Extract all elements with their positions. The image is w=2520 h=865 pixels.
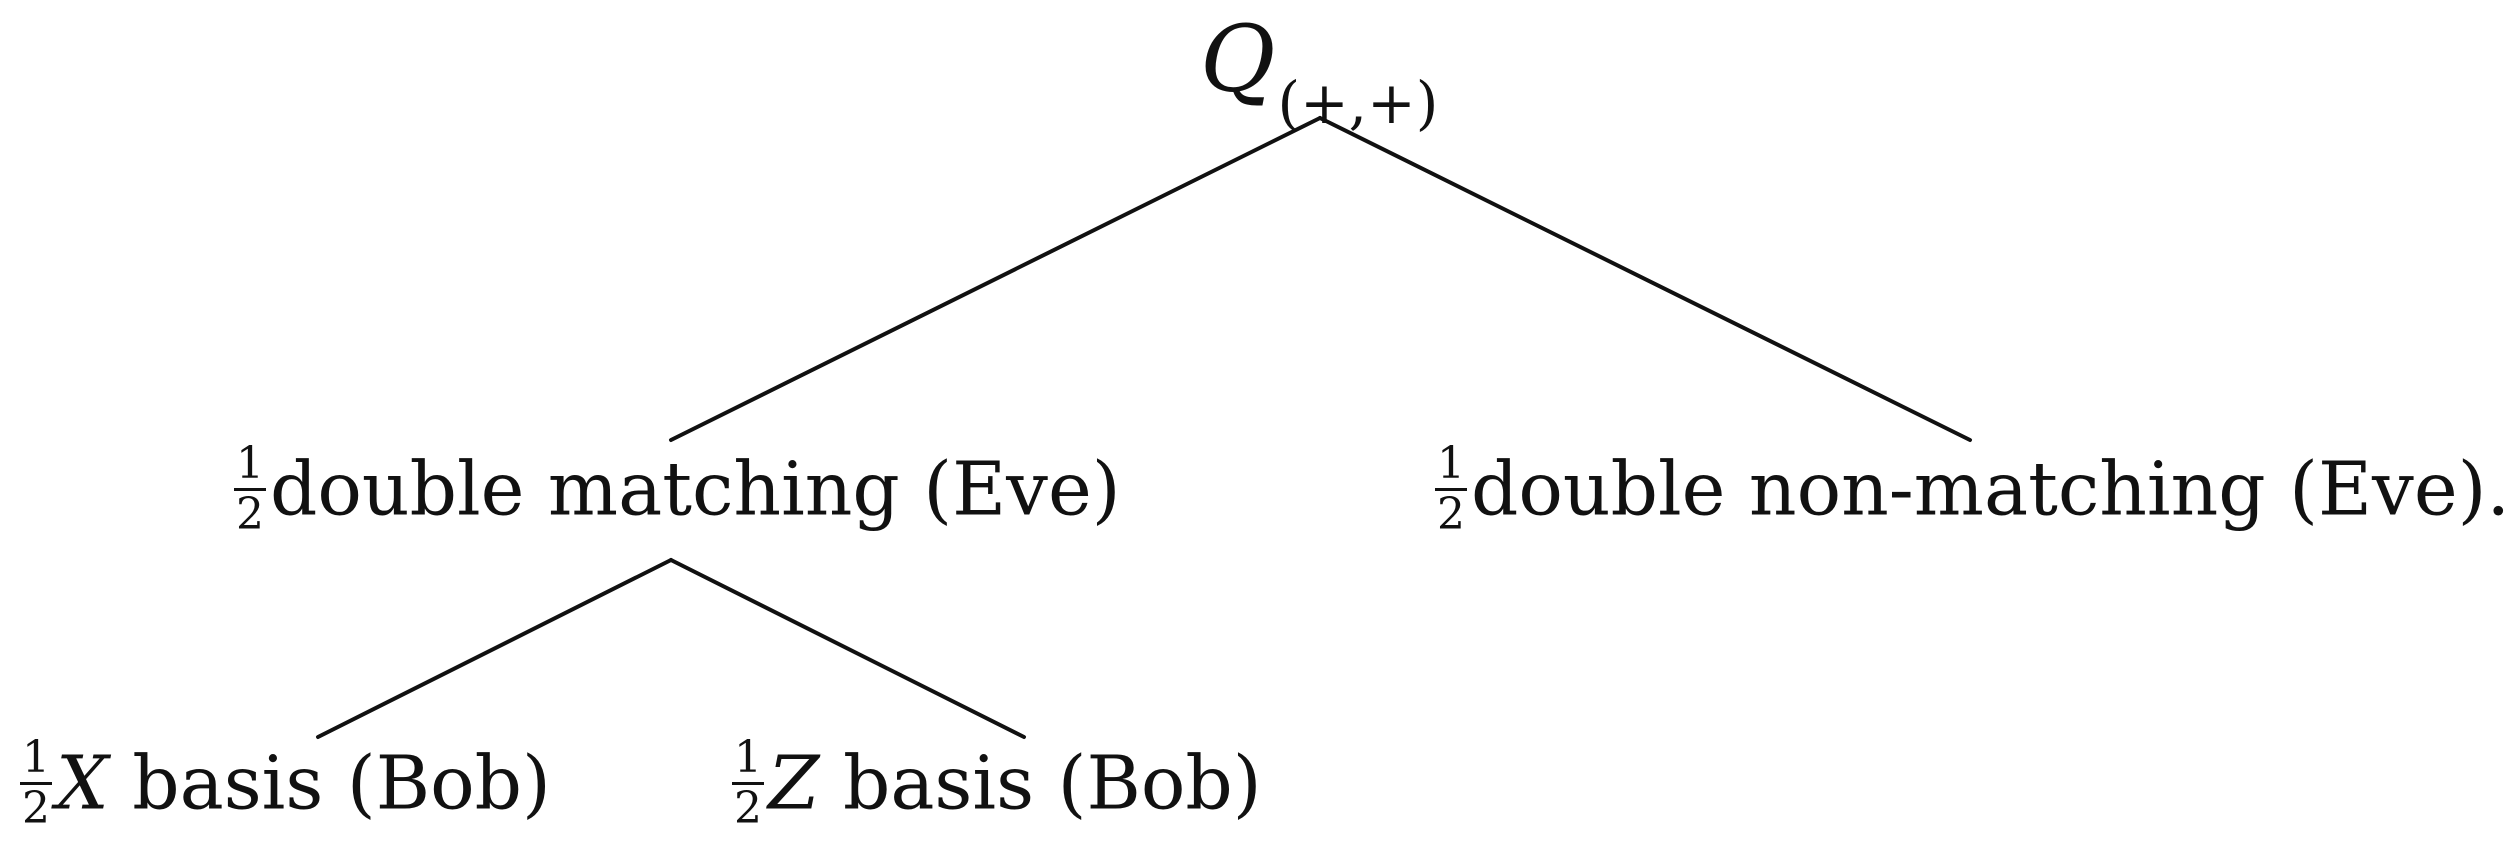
root-symbol: Q <box>1200 6 1276 113</box>
node-label: double matching (Eve) <box>270 446 1121 533</box>
node-label: double non-matching (Eve). <box>1471 446 2511 533</box>
edge-root-to-double-non-matching <box>1318 116 1972 442</box>
edge-double-matching-to-x-basis <box>316 558 673 739</box>
node-label: basis (Bob) <box>819 740 1262 827</box>
basis-variable: Z <box>768 740 820 827</box>
edge-root-to-double-matching <box>669 116 1322 442</box>
root-node: Q(+,+) <box>1200 14 1438 132</box>
node-label: basis (Bob) <box>108 740 551 827</box>
basis-variable: X <box>56 740 109 827</box>
edge-double-matching-to-z-basis <box>669 558 1026 739</box>
root-subscript: (+,+) <box>1277 68 1439 137</box>
